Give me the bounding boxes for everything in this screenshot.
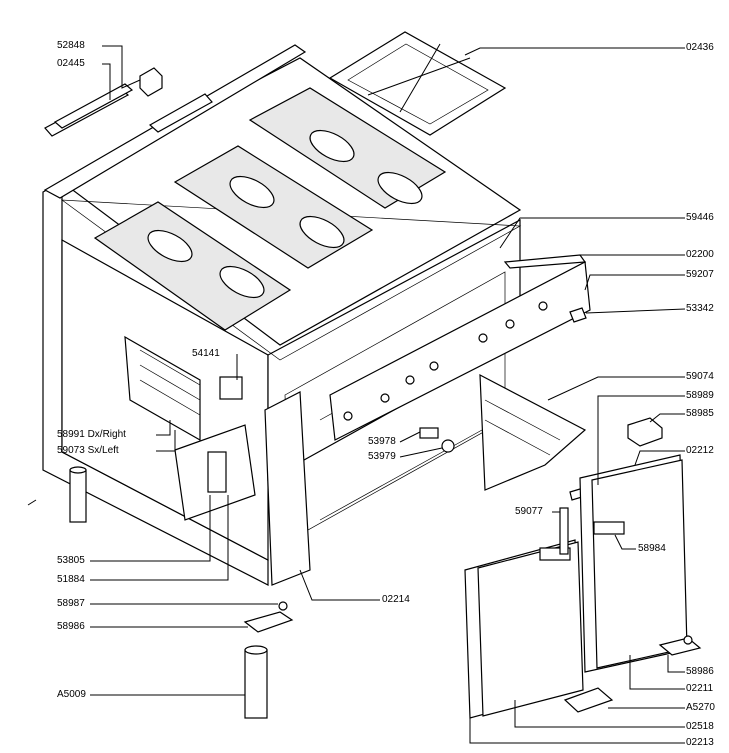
- part-label: 58986: [57, 621, 85, 632]
- part-label: 59074: [686, 371, 714, 382]
- part-label: 02213: [686, 737, 714, 748]
- part-label: 58989: [686, 390, 714, 401]
- loose-parts: [27, 31, 702, 719]
- part-label: A5270: [686, 702, 715, 713]
- part-label: 59073 Sx/Left: [57, 445, 119, 456]
- part-label: 58991 Dx/Right: [57, 429, 126, 440]
- part-label: 53979: [368, 451, 396, 462]
- part-label: A5009: [57, 689, 86, 700]
- part-label: 02200: [686, 249, 714, 260]
- part-label: 59446: [686, 212, 714, 223]
- part-label: 58984: [638, 543, 666, 554]
- part-label: 02445: [57, 58, 85, 69]
- part-label: 53342: [686, 303, 714, 314]
- leader-lines: [90, 45, 686, 744]
- part-label: 58987: [57, 598, 85, 609]
- part-label: 51884: [57, 574, 85, 585]
- part-label: 52848: [57, 40, 85, 51]
- part-label: 58986: [686, 666, 714, 677]
- part-label: 59077: [515, 506, 543, 517]
- part-label: 02214: [382, 594, 410, 605]
- part-label: 54141: [192, 348, 220, 359]
- part-label: 58985: [686, 408, 714, 419]
- part-label: 53978: [368, 436, 396, 447]
- part-label: 02212: [686, 445, 714, 456]
- part-label: 02436: [686, 42, 714, 53]
- cabinet-body: [42, 44, 591, 586]
- part-label: 53805: [57, 555, 85, 566]
- part-label: 59207: [686, 269, 714, 280]
- part-label: 02211: [686, 683, 714, 694]
- part-label: 02518: [686, 721, 714, 732]
